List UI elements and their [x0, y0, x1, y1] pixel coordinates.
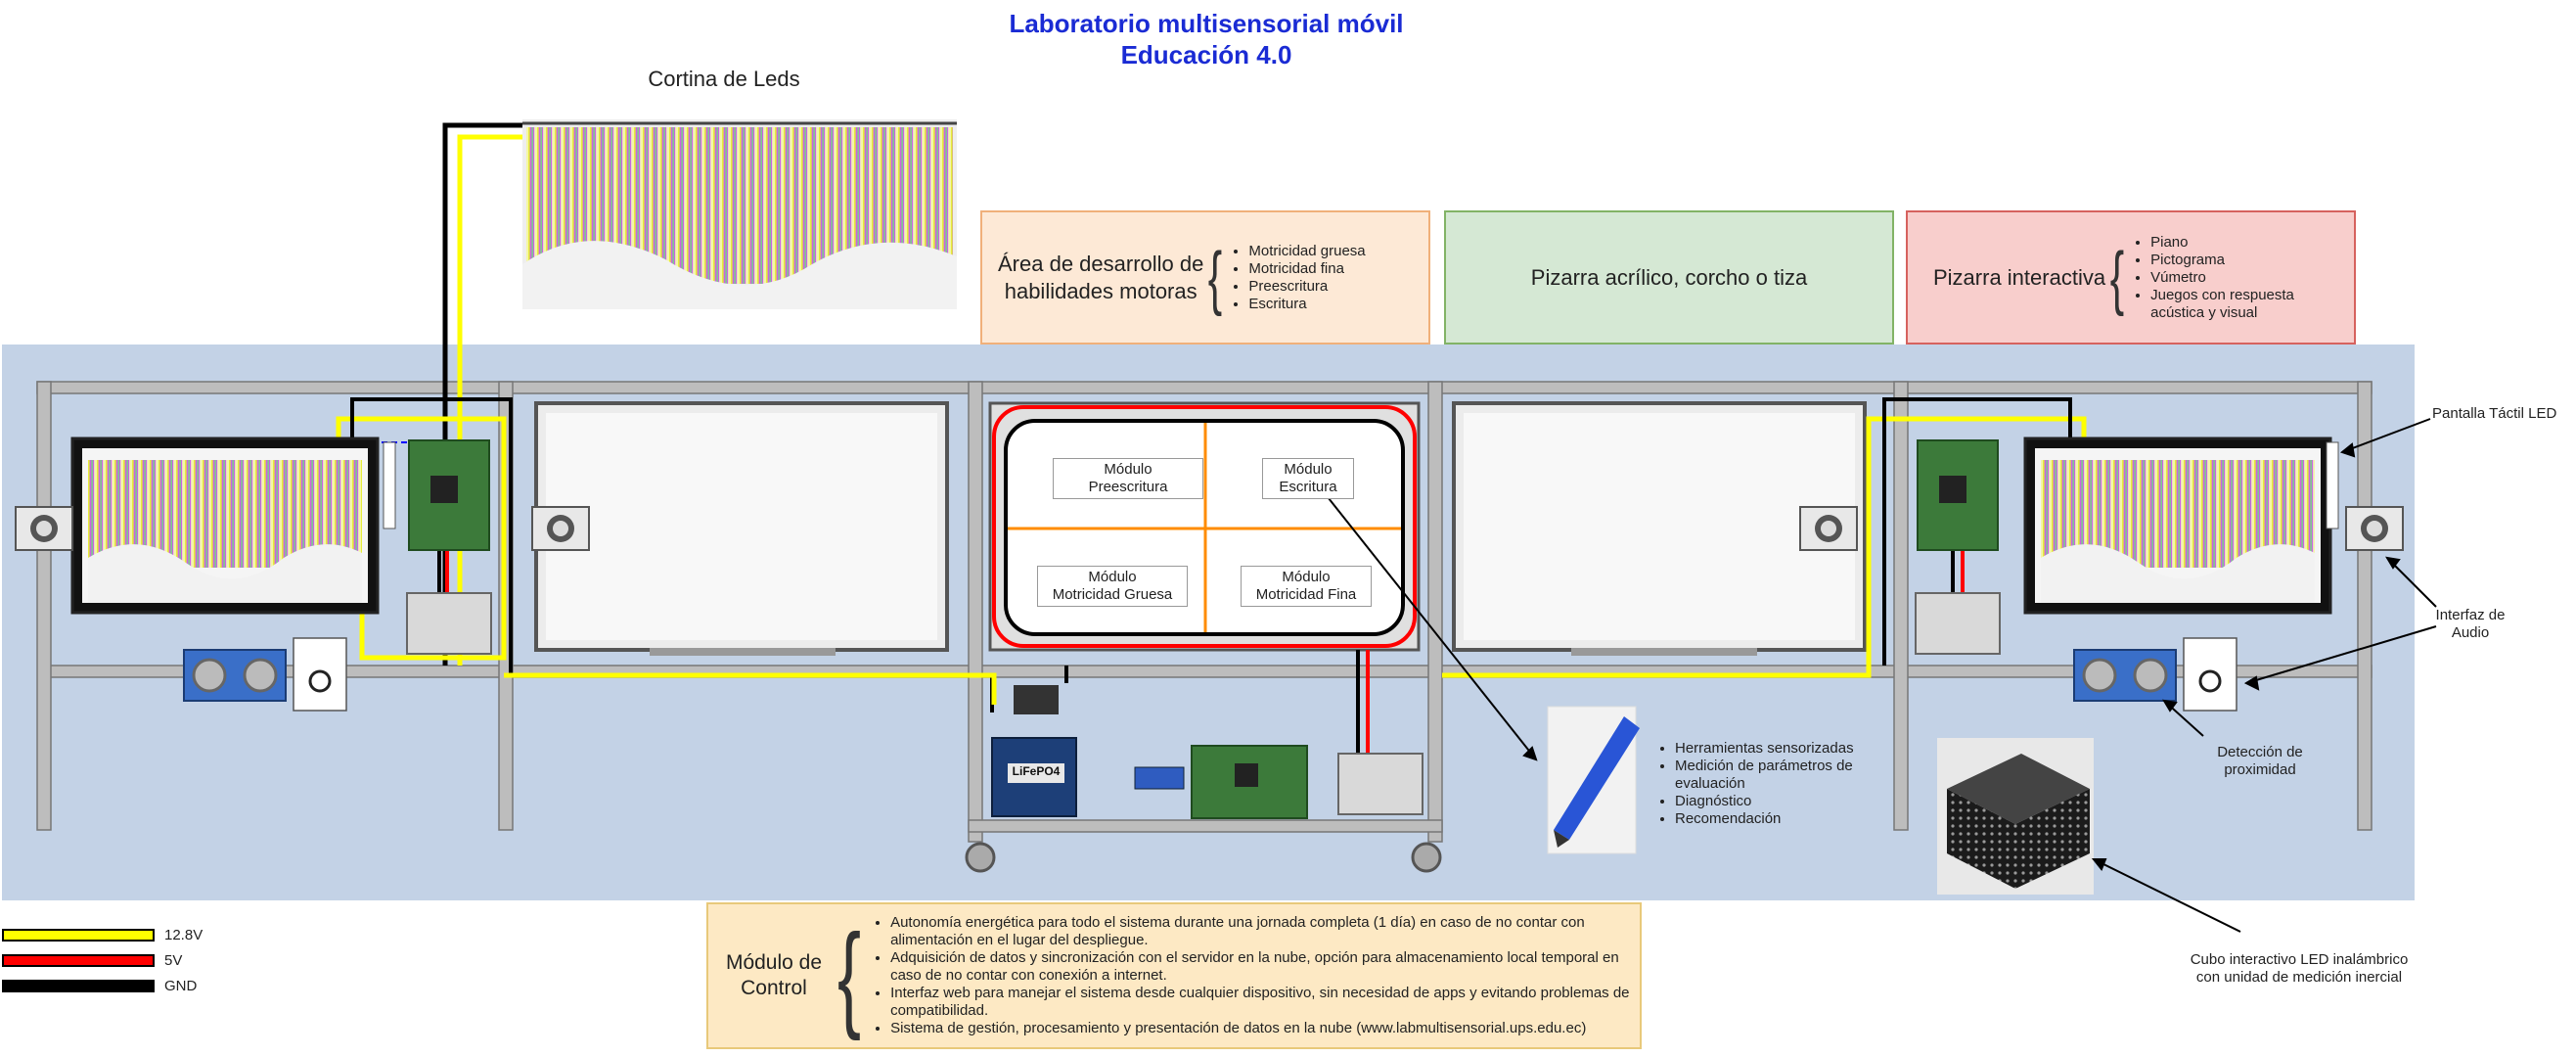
board-motor-skills-title: Área de desarrollo de habilidades motora… [998, 251, 1204, 303]
title-line-1: Laboratorio multisensorial móvil [1009, 9, 1404, 38]
cart-wheels [965, 842, 1442, 873]
board-acrylic-title: Pizarra acrílico, corcho o tiza [1530, 264, 1808, 290]
legend-swatch-12v [2, 928, 155, 942]
diagram-title: Laboratorio multisensorial móvil Educaci… [0, 8, 2413, 70]
legend-swatch-5v [2, 953, 155, 967]
cortina-label: Cortina de Leds [648, 67, 800, 91]
led-cube [1937, 738, 2094, 895]
control-module-list: Autonomía energética para todo el sistem… [869, 914, 1634, 1037]
title-line-2: Educación 4.0 [1120, 40, 1292, 69]
callout-pantalla: Pantalla Táctil LED [2432, 405, 2557, 422]
brace-icon: { [1208, 238, 1223, 317]
control-module-title: Módulo de Control [725, 951, 823, 999]
interactive-board [988, 401, 1421, 652]
audio-interfaces [15, 506, 2404, 551]
control-module-box: Módulo de Control { Autonomía energética… [706, 902, 1642, 1049]
brace-icon: { [2109, 238, 2125, 317]
power-supplies [406, 592, 2001, 815]
board-interactive: Pizarra interactiva { Piano Pictograma V… [1906, 210, 2356, 345]
brace-icon: { [837, 910, 862, 1041]
furniture-frame [36, 381, 2373, 843]
board-interactive-title: Pizarra interactiva [1933, 264, 2106, 290]
pen-feature-list: Herramientas sensorizadas Medición de pa… [1653, 740, 1878, 828]
raspberry-pi-center [1134, 745, 1308, 819]
raspberry-pi-right [1917, 439, 1999, 551]
board-motor-skills: Área de desarrollo de habilidades motora… [980, 210, 1430, 345]
legend-item-gnd: GND [2, 973, 203, 998]
raspberry-pi-left [408, 439, 490, 551]
whiteboard-left [534, 401, 949, 656]
led-screen-left [70, 437, 396, 615]
battery-lifepo4 [991, 685, 1077, 817]
callout-arrows [1316, 418, 2437, 933]
board-interactive-list: Piano Pictograma Vúmetro Juegos con resp… [2129, 234, 2317, 322]
legend-item-5v: 5V [2, 947, 203, 973]
led-curtain [522, 119, 957, 309]
legend-swatch-gnd [2, 979, 155, 992]
legend-item-12v: 12.8V [2, 922, 203, 947]
wire-legend: 12.8V 5V GND [2, 922, 203, 998]
board-acrylic: Pizarra acrílico, corcho o tiza [1444, 210, 1894, 345]
board-motor-skills-list: Motricidad gruesa Motricidad fina Preesc… [1227, 243, 1365, 313]
led-screen-right [2023, 437, 2339, 615]
battery-label: LiFePO4 [1012, 764, 1061, 778]
jack-connectors [293, 637, 2237, 712]
proximity-sensors [183, 649, 2177, 702]
whiteboard-right [1452, 401, 1867, 656]
sensor-pen [1547, 706, 1640, 854]
